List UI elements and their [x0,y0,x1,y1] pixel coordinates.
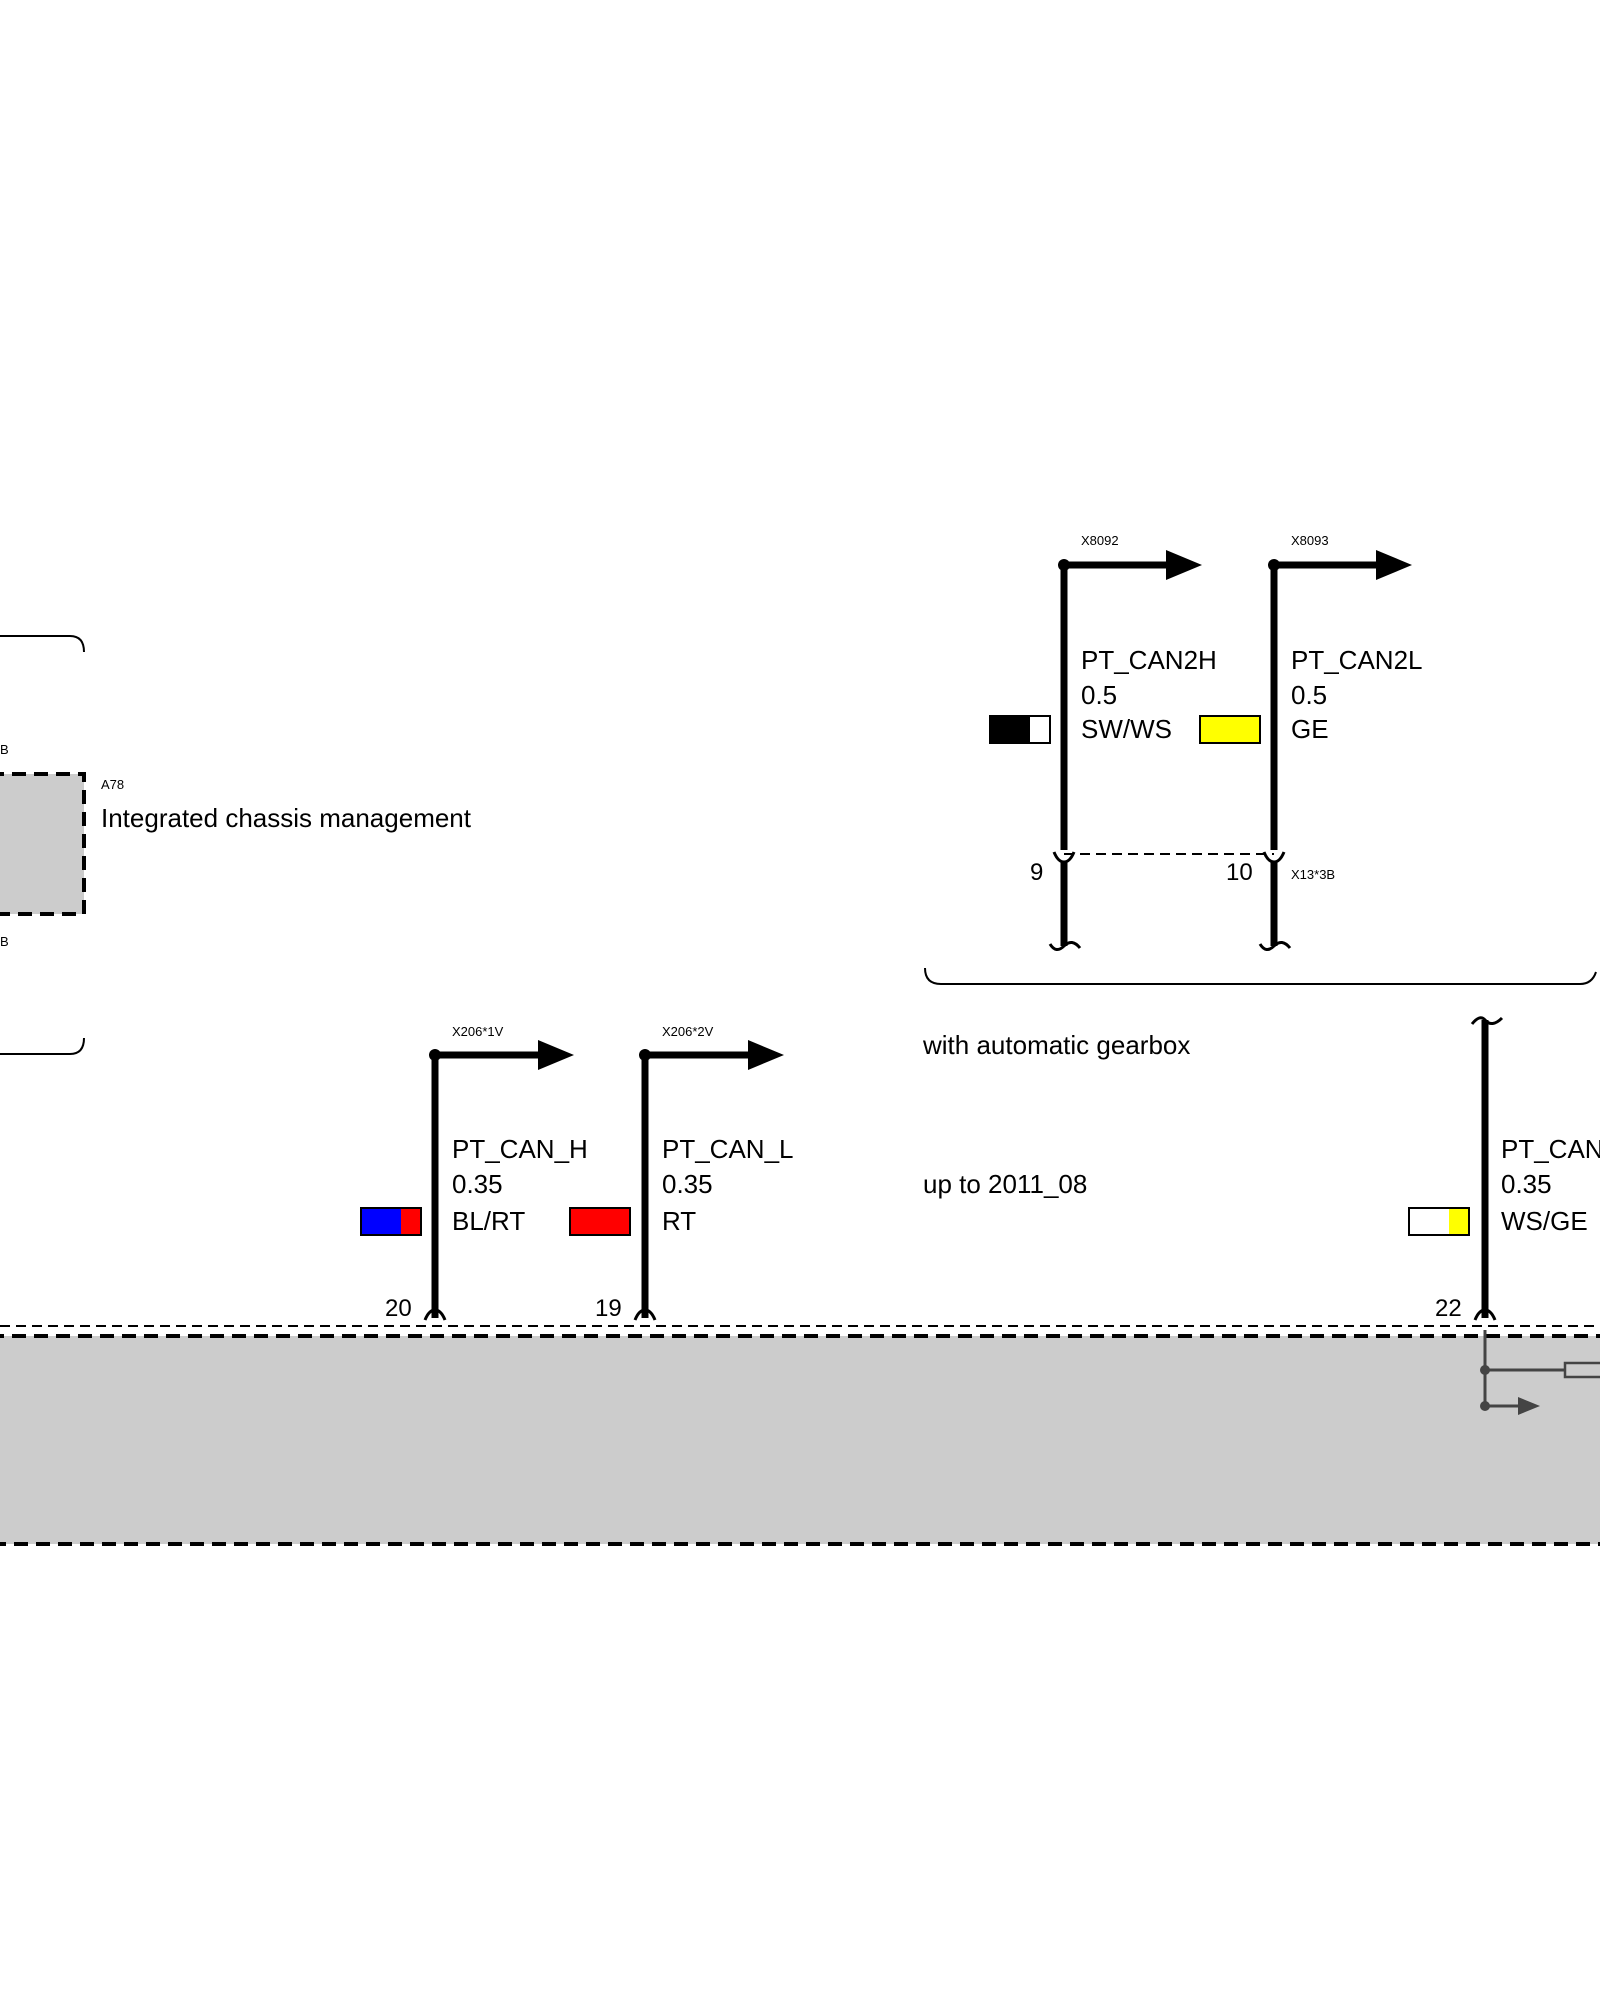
connector-label: X8093 [1291,533,1329,548]
wire-pt-can-h: X206*1V PT_CAN_H 0.35 BL/RT 20 [360,1024,588,1322]
signal-name: PT_CAN_H [452,1134,588,1164]
color-swatch-frame [1199,715,1261,744]
module-bracket-bottom [0,1037,85,1055]
lower-module-box [0,1334,1600,1546]
module-name: Integrated chassis management [101,803,472,833]
arrow-right-icon [1376,550,1412,580]
signal-name: PT_CAN_L [662,1134,794,1164]
module-a78-box [0,772,86,916]
color-swatch-frame [569,1207,631,1236]
variant-note-date: up to 2011_08 [923,1169,1087,1199]
pin-number: 19 [595,1295,622,1322]
color-swatch-stripe [401,1208,421,1235]
color-swatch-frame [360,1207,422,1236]
module-a78: B B A78 Integrated chassis management [0,635,472,1055]
wire-pt-can-l: X206*2V PT_CAN_L 0.35 RT 19 [569,1024,794,1322]
color-swatch-primary [570,1208,610,1235]
signal-name: PT_CAN [1501,1134,1600,1164]
color-swatch-stripe [1449,1208,1469,1235]
lower-module [0,1325,1600,1546]
pin-number: 9 [1030,859,1043,886]
color-swatch-primary [1409,1208,1449,1235]
wire-size: 0.5 [1081,680,1117,710]
cut-label-top: B [0,742,9,757]
pin-cup [633,1308,657,1321]
output-arrow-icon [1518,1397,1540,1415]
signal-name: PT_CAN2H [1081,645,1217,675]
module-bracket-top [0,635,85,653]
pin-number: 10 [1226,859,1253,886]
wire-size: 0.5 [1291,680,1327,710]
wire-size: 0.35 [662,1169,713,1199]
wire-color-code: GE [1291,714,1329,744]
pin-cup [423,1308,447,1321]
wire-size: 0.35 [1501,1169,1552,1199]
color-swatch-stripe [1030,716,1050,743]
wire-color-code: SW/WS [1081,714,1172,744]
wire-pt-can-right: PT_CAN 0.35 WS/GE 22 [1408,1016,1600,1322]
wire-color-code: RT [662,1206,696,1236]
color-swatch-stripe [1240,716,1260,743]
wire-color-code: BL/RT [452,1206,525,1236]
wire-size: 0.35 [452,1169,503,1199]
connector-label: X206*2V [662,1024,714,1039]
arrow-right-icon [1166,550,1202,580]
wire-pt-can2h: X8092 PT_CAN2H 0.5 SW/WS 9 [989,533,1217,951]
module-id: A78 [101,777,124,792]
color-swatch-frame [989,715,1051,744]
color-swatch-stripe [610,1208,630,1235]
color-swatch-primary [1200,716,1240,743]
color-swatch-primary [361,1208,401,1235]
connector-label: X8092 [1081,533,1119,548]
variant-bracket [924,967,1597,985]
variant-note-gearbox: with automatic gearbox [922,1030,1190,1060]
signal-name: PT_CAN2L [1291,645,1423,675]
color-swatch-frame [1408,1207,1470,1236]
arrow-right-icon [748,1040,784,1070]
pin-number: 20 [385,1295,412,1322]
pin-number: 22 [1435,1295,1462,1322]
cut-label-bottom: B [0,934,9,949]
wire-break-icon [1048,941,1082,951]
resistor-icon [1563,1361,1600,1379]
pin-cup [1473,1308,1497,1321]
wire-break-icon [1258,941,1292,951]
wire-pt-can2l: X8093 PT_CAN2L 0.5 GE 10 [1199,533,1423,951]
connector-label: X206*1V [452,1024,504,1039]
wire-color-code: WS/GE [1501,1206,1588,1236]
connector-x13-label: X13*3B [1291,867,1335,882]
color-swatch-primary [990,716,1030,743]
arrow-right-icon [538,1040,574,1070]
